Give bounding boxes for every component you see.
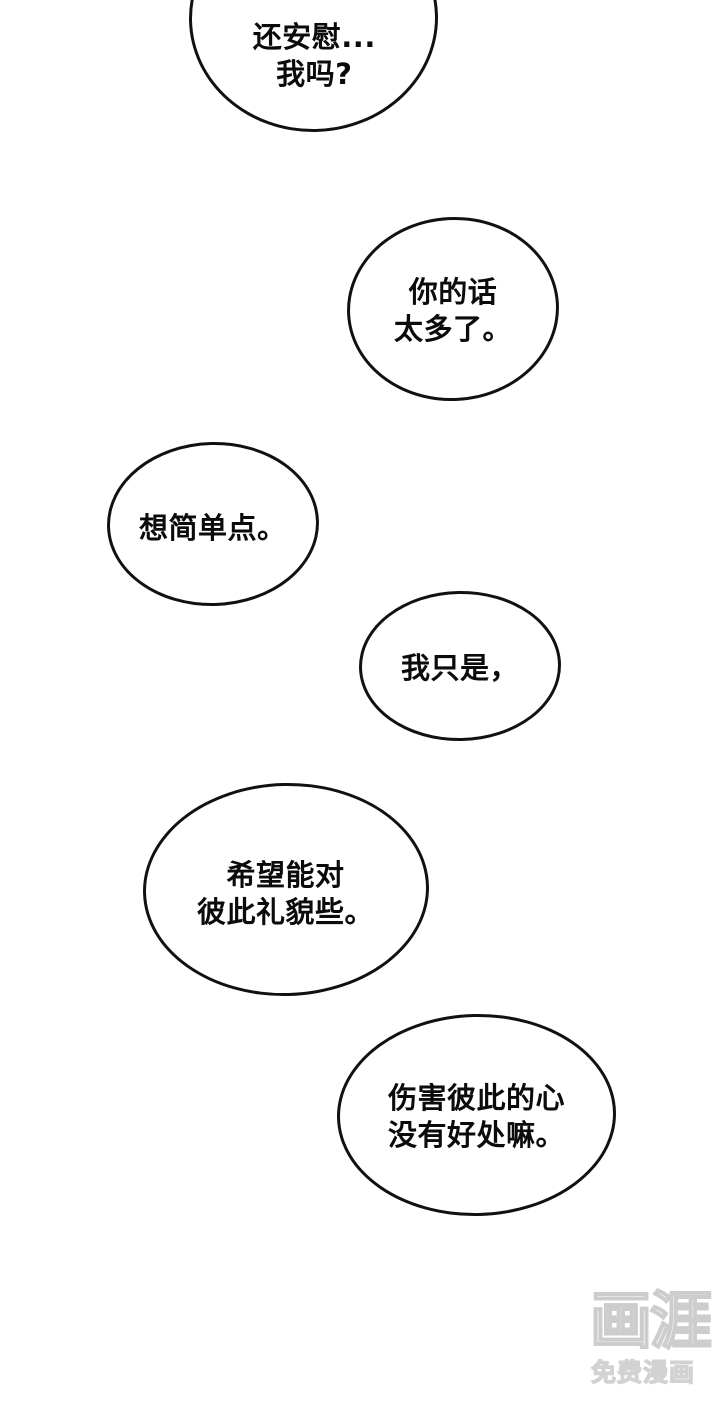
speech-bubble: 你的话 太多了。 xyxy=(342,211,564,407)
watermark-brand-name: 画涯 xyxy=(589,1286,713,1357)
speech-bubble-text: 希望能对 彼此礼貌些。 xyxy=(197,857,375,929)
speech-bubble: 还安慰... 我吗? xyxy=(186,0,441,135)
speech-bubble-text: 还安慰... 我吗? xyxy=(252,20,376,91)
speech-bubble-text: 我只是， xyxy=(400,650,519,685)
speech-bubble: 想简单点。 xyxy=(104,439,322,609)
speech-bubble: 希望能对 彼此礼貌些。 xyxy=(140,779,432,1000)
speech-bubble-text: 伤害彼此的心 没有好处嘛。 xyxy=(387,1081,565,1153)
speech-bubble: 伤害彼此的心 没有好处嘛。 xyxy=(334,1011,619,1219)
speech-bubble: 我只是， xyxy=(357,589,563,743)
speech-bubble-text: 你的话 太多了。 xyxy=(393,275,512,347)
speech-bubble-text: 想简单点。 xyxy=(139,510,287,545)
watermark-tagline: 免费漫画 xyxy=(590,1358,695,1387)
watermark-logo: 画涯 免费漫画 xyxy=(566,1286,720,1411)
